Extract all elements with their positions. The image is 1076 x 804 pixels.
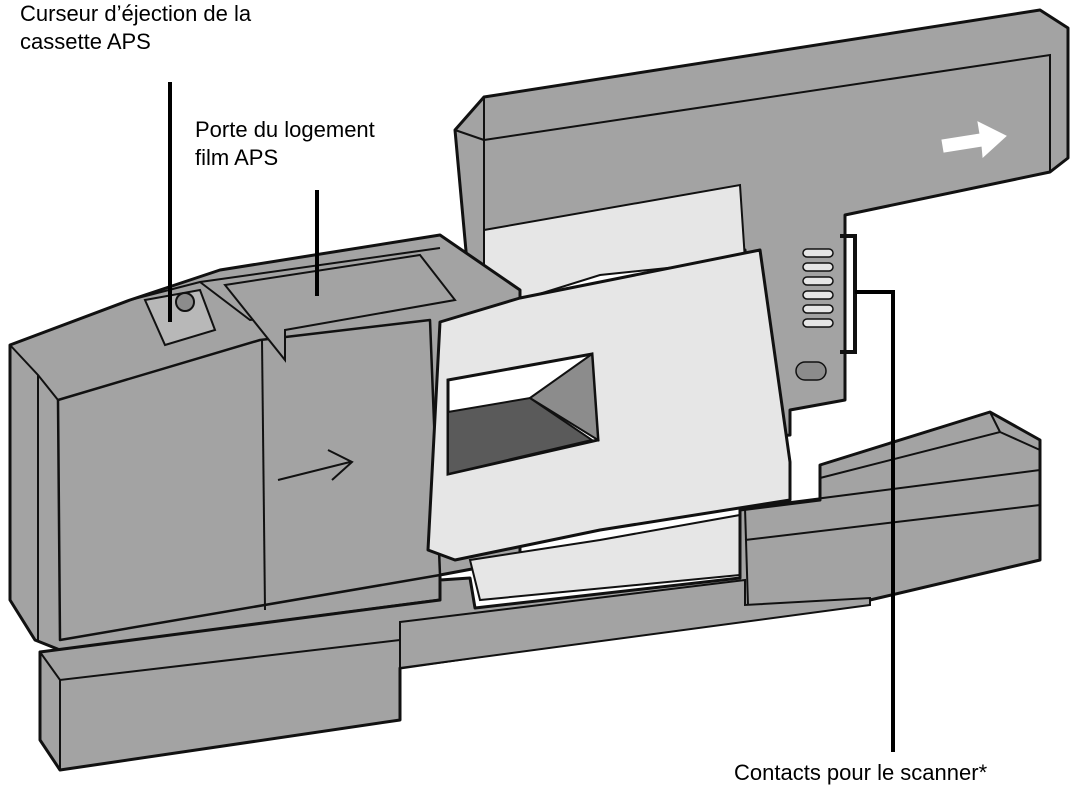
film-panel-body bbox=[426, 248, 792, 562]
bottom-rail bbox=[38, 410, 1042, 772]
contact-pin bbox=[802, 304, 834, 314]
arrow-right-icon bbox=[941, 121, 1007, 159]
contact-pin bbox=[802, 262, 834, 272]
door-top-panel bbox=[223, 253, 457, 363]
contact-pin bbox=[802, 248, 834, 258]
contact-pin bbox=[802, 276, 834, 286]
film-panel bbox=[426, 248, 792, 562]
contacts-label: Contacts pour le scanner* bbox=[734, 759, 987, 787]
door-label: Porte du logement film APS bbox=[195, 116, 375, 172]
door-label-line2: film APS bbox=[195, 145, 279, 170]
bottom-rail-seam bbox=[744, 507, 749, 606]
contact-slot bbox=[795, 361, 827, 381]
eject-slider-label: Curseur d’éjection de la cassette APS bbox=[20, 0, 251, 56]
contacts-label-text: Contacts pour le scanner* bbox=[734, 760, 988, 785]
door-label-line1: Porte du logement bbox=[195, 117, 375, 142]
bottom-rail-left-edge bbox=[39, 639, 401, 770]
eject-slider-label-line2: cassette APS bbox=[20, 29, 151, 54]
eject-slider-label-line1: Curseur d’éjection de la bbox=[20, 1, 252, 26]
top-arm-bevel bbox=[454, 129, 485, 141]
bottom-rail-inner-panel bbox=[399, 578, 871, 670]
scanner-contacts bbox=[795, 234, 857, 381]
housing-seam bbox=[261, 339, 266, 611]
film-window-inner bbox=[447, 396, 595, 476]
cartridge-housing bbox=[8, 233, 522, 652]
top-arm-face-edge bbox=[483, 53, 1051, 230]
front-arrow-icon bbox=[277, 449, 354, 481]
housing-left-edge bbox=[9, 344, 59, 640]
contacts-leader-line bbox=[855, 290, 895, 752]
contact-pin bbox=[802, 318, 834, 328]
film-window-side bbox=[528, 352, 600, 442]
eject-slider-button bbox=[175, 292, 195, 312]
contact-pin bbox=[802, 290, 834, 300]
